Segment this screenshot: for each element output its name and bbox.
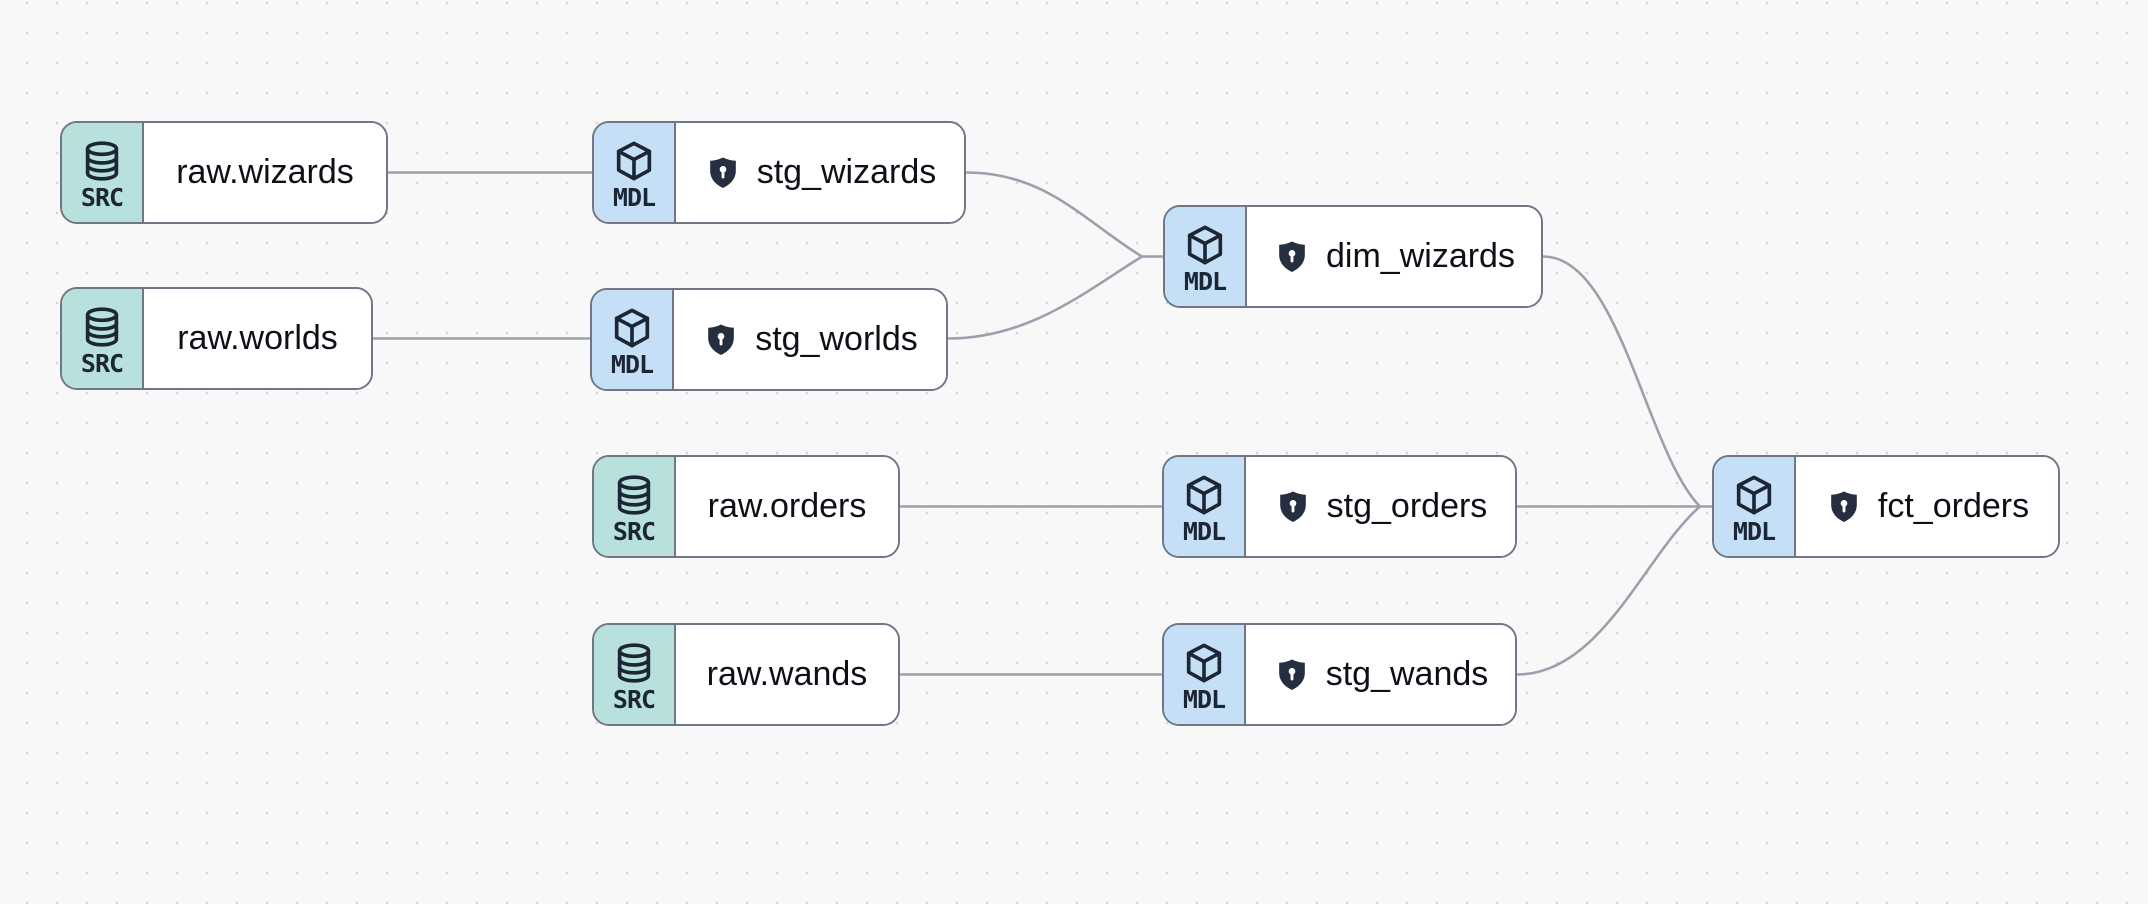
cube-icon	[1181, 472, 1227, 518]
node-type-label: MDL	[1183, 266, 1227, 296]
shield-lock-icon	[1825, 488, 1863, 526]
database-icon	[611, 640, 657, 686]
node-label: stg_worlds	[755, 320, 918, 358]
edge-stg-wizards-to-dim-wizards	[964, 171, 1144, 258]
edge-stg-worlds-to-dim-wizards	[946, 255, 1144, 340]
cube-icon	[609, 305, 655, 351]
node-type-label: MDL	[1182, 684, 1226, 714]
database-icon	[79, 304, 125, 350]
node-type-label: SRC	[612, 684, 656, 714]
node-raw-orders[interactable]: SRC raw.orders	[592, 455, 900, 558]
node-type-badge: MDL	[1714, 457, 1796, 556]
node-body: fct_orders	[1796, 457, 2058, 556]
edge-stg-wands-to-fct-orders	[1515, 505, 1702, 676]
database-icon	[611, 472, 657, 518]
node-label: raw.wizards	[176, 153, 354, 191]
node-body: raw.worlds	[144, 289, 371, 388]
node-type-badge: SRC	[594, 457, 676, 556]
node-label: raw.worlds	[177, 319, 338, 357]
node-label: stg_wands	[1325, 655, 1489, 693]
node-type-badge: SRC	[62, 289, 144, 388]
node-type-label: MDL	[1182, 516, 1226, 546]
node-type-badge: SRC	[62, 123, 144, 222]
shield-lock-icon	[1273, 656, 1311, 694]
cube-icon	[1181, 640, 1227, 686]
node-type-badge: MDL	[1164, 625, 1246, 724]
shield-lock-icon	[1274, 488, 1312, 526]
node-label: raw.orders	[707, 487, 867, 525]
node-body: stg_wizards	[676, 123, 964, 222]
database-icon	[79, 138, 125, 184]
node-type-badge: MDL	[592, 290, 674, 389]
node-type-label: MDL	[612, 182, 656, 212]
shield-lock-icon	[702, 321, 740, 359]
node-label: stg_wizards	[756, 153, 937, 191]
node-label: raw.wands	[706, 655, 868, 693]
node-body: raw.wizards	[144, 123, 386, 222]
node-type-label: MDL	[1732, 516, 1776, 546]
cube-icon	[1731, 472, 1777, 518]
node-body: raw.wands	[676, 625, 898, 724]
node-body: stg_worlds	[674, 290, 946, 389]
node-label: stg_orders	[1326, 487, 1488, 525]
node-body: raw.orders	[676, 457, 898, 556]
node-type-label: SRC	[80, 348, 124, 378]
node-type-badge: MDL	[594, 123, 676, 222]
cube-icon	[1182, 222, 1228, 268]
node-type-label: MDL	[610, 349, 654, 379]
node-raw-wands[interactable]: SRC raw.wands	[592, 623, 900, 726]
edge-dim-wizards-to-fct-orders	[1541, 255, 1702, 508]
node-body: stg_orders	[1246, 457, 1515, 556]
node-type-label: SRC	[612, 516, 656, 546]
node-body: stg_wands	[1246, 625, 1515, 724]
node-stg-worlds[interactable]: MDL stg_worlds	[590, 288, 948, 391]
node-type-badge: MDL	[1164, 457, 1246, 556]
shield-lock-icon	[704, 154, 742, 192]
node-dim-wizards[interactable]: MDL dim_wizards	[1163, 205, 1543, 308]
node-stg-wizards[interactable]: MDL stg_wizards	[592, 121, 966, 224]
node-type-badge: SRC	[594, 625, 676, 724]
node-fct-orders[interactable]: MDL fct_orders	[1712, 455, 2060, 558]
node-type-badge: MDL	[1165, 207, 1247, 306]
node-type-label: SRC	[80, 182, 124, 212]
shield-lock-icon	[1273, 238, 1311, 276]
cube-icon	[611, 138, 657, 184]
node-stg-wands[interactable]: MDL stg_wands	[1162, 623, 1517, 726]
node-label: dim_wizards	[1326, 237, 1515, 275]
node-label: fct_orders	[1877, 487, 2030, 525]
node-raw-wizards[interactable]: SRC raw.wizards	[60, 121, 388, 224]
node-body: dim_wizards	[1247, 207, 1541, 306]
node-raw-worlds[interactable]: SRC raw.worlds	[60, 287, 373, 390]
node-stg-orders[interactable]: MDL stg_orders	[1162, 455, 1517, 558]
